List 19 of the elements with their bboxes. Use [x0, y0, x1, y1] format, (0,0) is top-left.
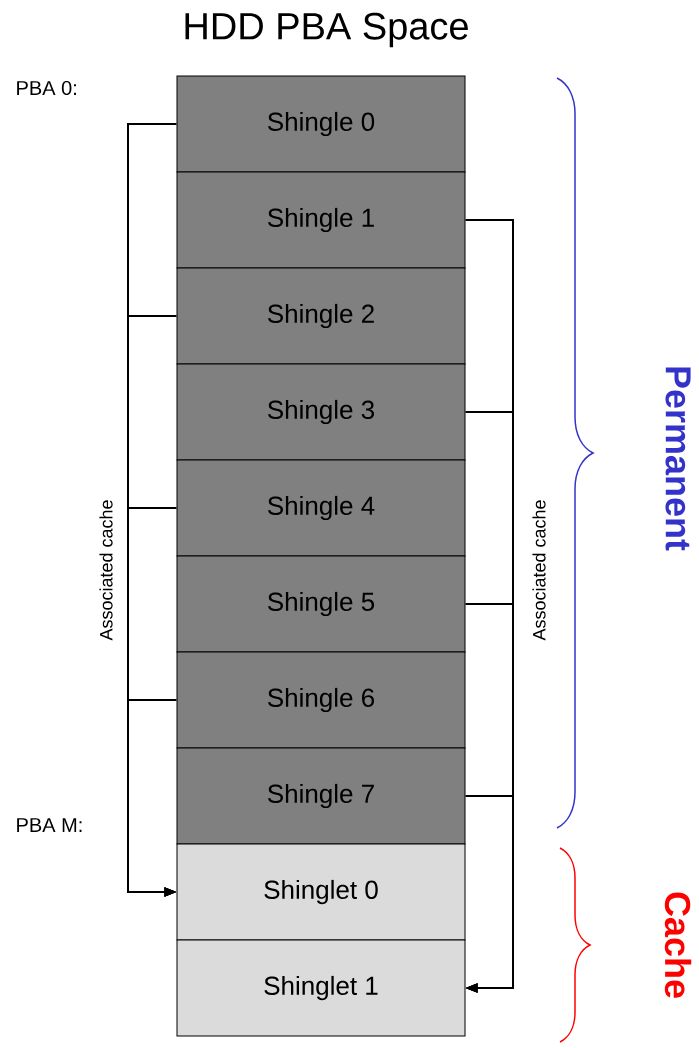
shingle-block: Shingle 1: [176, 171, 466, 269]
shingle-block: Shingle 7: [176, 747, 466, 845]
shingle-block: Shingle 4: [176, 459, 466, 557]
pba-label: PBA M:: [17, 818, 82, 832]
cache-note: Associated cache: [532, 500, 546, 641]
shingle-block: Shingle 0: [176, 75, 466, 173]
cache-block: Shinglet 1: [176, 939, 466, 1037]
pba-label: PBA 0:: [17, 80, 76, 96]
cache-block: Shinglet 0: [176, 843, 466, 941]
region-label: Permanent: [665, 367, 691, 551]
shingle-block: Shingle 2: [176, 267, 466, 365]
shingle-block: Shingle 5: [176, 555, 466, 653]
cache-note: Associated cache: [99, 500, 113, 641]
shingle-block: Shingle 6: [176, 651, 466, 749]
shingle-block: Shingle 3: [176, 363, 466, 461]
region-label: Cache: [664, 892, 692, 998]
arrow: [464, 795, 514, 993]
arrow: [127, 699, 178, 897]
title: HDD PBA Space: [185, 12, 468, 48]
